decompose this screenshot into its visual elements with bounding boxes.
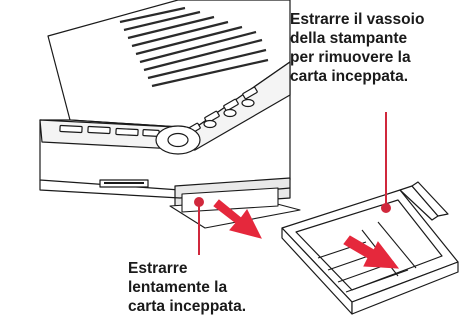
tray-instruction-line: Estrarre il vassoio (290, 11, 425, 28)
tray-instruction-label: Estrarre il vassoio della stampante per … (290, 10, 424, 86)
paper-instruction-line: lentamente la (128, 279, 228, 296)
paper-instruction-label: Estrarre lentamente la carta inceppata. (128, 259, 246, 316)
paper-pull-arrow (213, 199, 262, 239)
paper-instruction-line: Estrarre (128, 260, 188, 277)
tray-instruction-line: per rimuovere la (290, 49, 411, 66)
tray-pull-arrow (343, 235, 400, 269)
tray-leader-line (381, 112, 391, 213)
tray-instruction-line: della stampante (290, 30, 408, 47)
vent-grille (119, 6, 269, 88)
paper-instruction-line: carta inceppata. (128, 298, 247, 315)
printer (39, 0, 291, 207)
tray-instruction-line: carta inceppata. (290, 68, 409, 85)
paper-leader-line (194, 197, 204, 255)
